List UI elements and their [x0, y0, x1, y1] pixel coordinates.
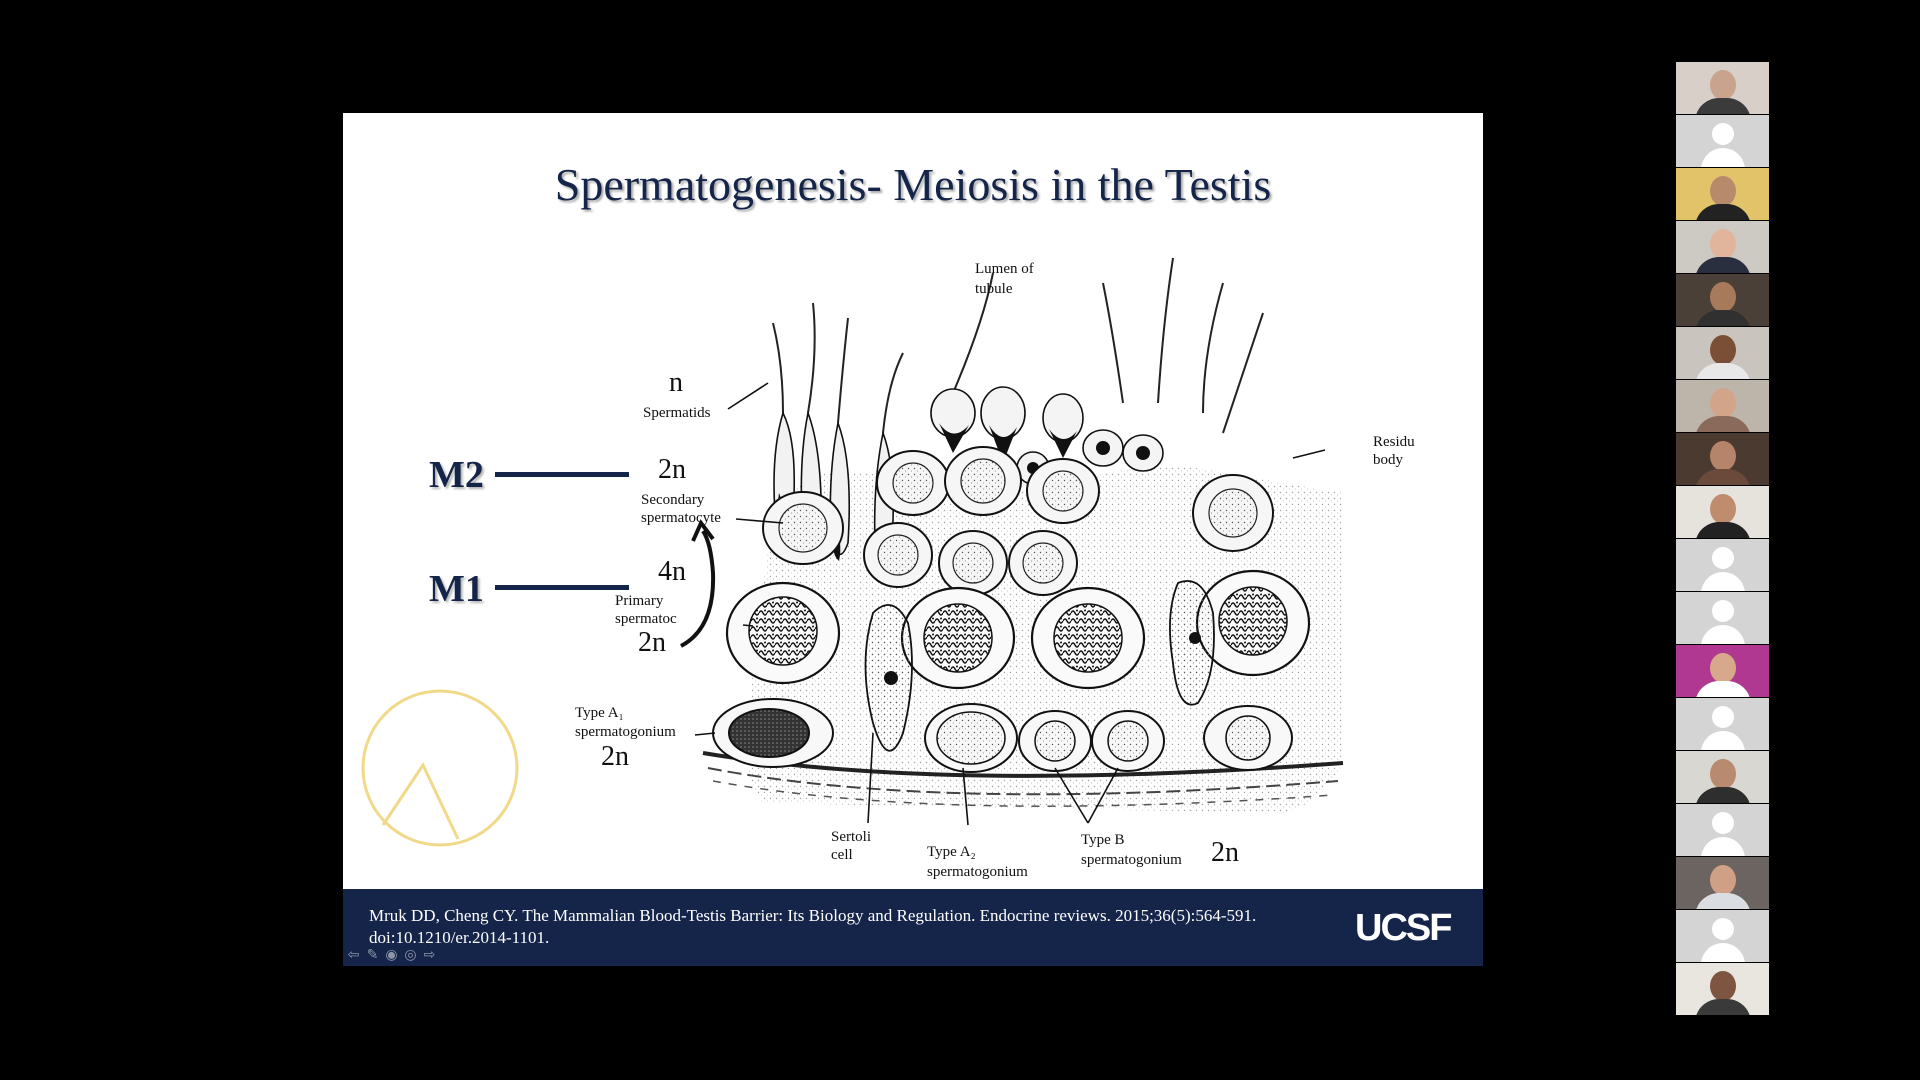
- avatar-body: [1701, 731, 1745, 750]
- participant-tile[interactable]: [1676, 645, 1769, 697]
- participant-tile[interactable]: [1676, 539, 1769, 591]
- ploidy-primary-top: 4n: [658, 556, 686, 587]
- participant-body: [1695, 999, 1751, 1015]
- participant-body: [1695, 893, 1751, 909]
- ploidy-type-a1: 2n: [601, 741, 629, 772]
- m1-line: [495, 585, 629, 590]
- m2-line: [495, 472, 629, 477]
- participant-tile[interactable]: [1676, 327, 1769, 379]
- avatar-body: [1701, 572, 1745, 591]
- participant-tile[interactable]: [1676, 221, 1769, 273]
- participant-tile[interactable]: [1676, 115, 1769, 167]
- participant-tile[interactable]: [1676, 698, 1769, 750]
- participant-face: [1710, 388, 1736, 418]
- ploidy-secondary: 2n: [658, 454, 686, 485]
- seminiferous-tubule-diagram: [361, 257, 1344, 847]
- laser-pointer-annotation: [361, 689, 519, 847]
- participant-face: [1710, 494, 1736, 524]
- label-sertoli: Sertoli: [831, 829, 871, 845]
- participant-face: [1710, 971, 1736, 1001]
- participant-face: [1710, 176, 1736, 206]
- avatar-icon: [1712, 600, 1734, 622]
- citation-line-2: doi:10.1210/er.2014-1101.: [369, 928, 550, 947]
- avatar-body: [1701, 148, 1745, 167]
- next-icon[interactable]: ⇨: [423, 947, 436, 963]
- label-secondary: Secondary: [641, 492, 705, 508]
- citation: Mruk DD, Cheng CY. The Mammalian Blood-T…: [369, 905, 1329, 949]
- avatar-icon: [1712, 706, 1734, 728]
- ploidy-type-b: 2n: [1211, 837, 1239, 868]
- participant-body: [1695, 257, 1751, 273]
- avatar-icon: [1712, 123, 1734, 145]
- meiosis-m1-label: M1: [429, 568, 484, 610]
- participant-tile[interactable]: [1676, 486, 1769, 538]
- participant-tile[interactable]: [1676, 168, 1769, 220]
- presentation-slide: Spermatogenesis- Meiosis in the Testis: [343, 113, 1483, 966]
- participant-tile[interactable]: [1676, 62, 1769, 114]
- participant-face: [1710, 335, 1736, 365]
- participant-tile[interactable]: [1676, 380, 1769, 432]
- label-type-a1: Type A₁: [575, 705, 624, 721]
- label-lumen: Lumen of: [975, 261, 1034, 277]
- ucsf-logo: UCSF: [1355, 907, 1452, 949]
- participant-tile[interactable]: [1676, 857, 1769, 909]
- ploidy-spermatids: n: [669, 367, 683, 398]
- label-primary: Primary: [615, 593, 664, 609]
- avatar-icon: [1712, 812, 1734, 834]
- participant-tile[interactable]: [1676, 592, 1769, 644]
- participant-body: [1695, 681, 1751, 697]
- avatar-body: [1701, 943, 1745, 962]
- label-residual-2: body: [1373, 452, 1403, 468]
- label-type-a2-2: spermatogonium: [927, 864, 1028, 880]
- label-secondary-2: spermatocyte: [641, 510, 721, 526]
- meiosis-m2-label: M2: [429, 454, 484, 496]
- participant-gallery: [1676, 62, 1769, 1016]
- participant-body: [1695, 416, 1751, 432]
- label-sertoli-2: cell: [831, 847, 853, 863]
- label-lumen-2: tubule: [975, 281, 1013, 297]
- participant-face: [1710, 229, 1736, 259]
- participant-body: [1695, 98, 1751, 114]
- participant-tile[interactable]: [1676, 274, 1769, 326]
- slide-title: Spermatogenesis- Meiosis in the Testis: [554, 159, 1272, 210]
- participant-tile[interactable]: [1676, 910, 1769, 962]
- participant-body: [1695, 469, 1751, 485]
- avatar-icon: [1712, 918, 1734, 940]
- participant-tile[interactable]: [1676, 751, 1769, 803]
- avatar-body: [1701, 625, 1745, 644]
- avatar-body: [1701, 837, 1745, 856]
- slide-footer: Mruk DD, Cheng CY. The Mammalian Blood-T…: [343, 889, 1483, 966]
- label-type-b-2: spermatogonium: [1081, 852, 1182, 868]
- participant-tile[interactable]: [1676, 804, 1769, 856]
- participant-body: [1695, 204, 1751, 220]
- label-primary-2: spermatoc: [615, 611, 677, 627]
- participant-body: [1695, 787, 1751, 803]
- participant-tile[interactable]: [1676, 963, 1769, 1015]
- slideshow-controls: ⇦ ✎ ◉ ◎ ⇨: [345, 947, 438, 964]
- previous-icon[interactable]: ⇦: [347, 947, 360, 963]
- pen-icon[interactable]: ✎: [366, 947, 379, 963]
- participant-tile[interactable]: [1676, 433, 1769, 485]
- participant-face: [1710, 70, 1736, 100]
- ploidy-primary-bottom: 2n: [638, 627, 666, 658]
- label-type-a2: Type A₂: [927, 844, 976, 860]
- participant-face: [1710, 653, 1736, 683]
- avatar-icon: [1712, 547, 1734, 569]
- participant-body: [1695, 363, 1751, 379]
- slides-icon[interactable]: ◉: [385, 947, 398, 963]
- label-type-b: Type B: [1081, 832, 1125, 848]
- zoom-icon[interactable]: ◎: [404, 947, 417, 963]
- label-residual: Residu: [1373, 434, 1415, 450]
- participant-body: [1695, 310, 1751, 326]
- participant-face: [1710, 759, 1736, 789]
- label-type-a1-2: spermatogonium: [575, 724, 676, 740]
- participant-body: [1695, 522, 1751, 538]
- participant-face: [1710, 441, 1736, 471]
- participant-face: [1710, 282, 1736, 312]
- participant-face: [1710, 865, 1736, 895]
- label-spermatids: Spermatids: [643, 405, 711, 421]
- citation-line-1: Mruk DD, Cheng CY. The Mammalian Blood-T…: [369, 906, 1257, 925]
